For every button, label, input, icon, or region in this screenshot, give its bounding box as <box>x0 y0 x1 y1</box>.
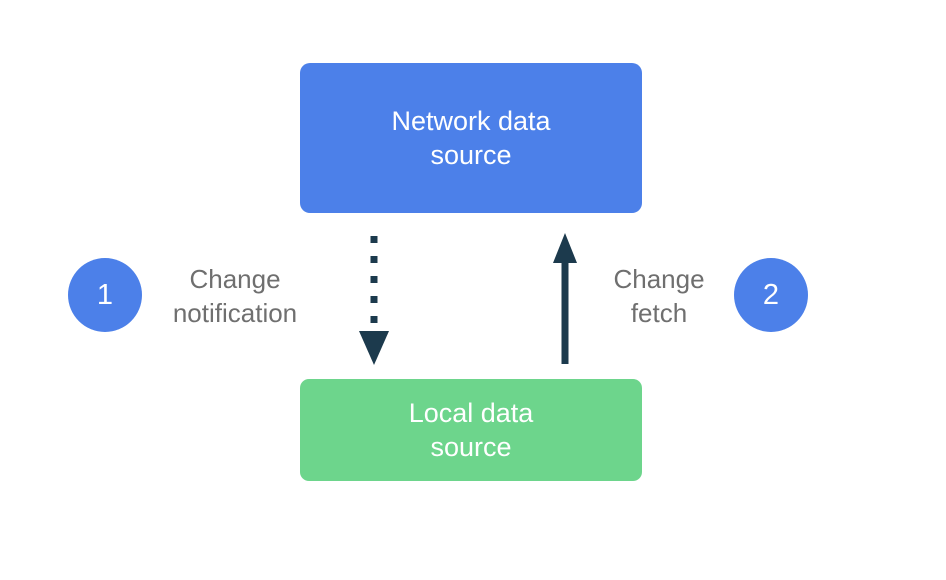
network-data-source-box: Network data source <box>300 63 642 213</box>
step-2-label: Change fetch <box>613 264 705 328</box>
step-1-label: Change notification <box>172 264 298 328</box>
network-data-source-label: Network data source <box>391 106 551 170</box>
step-1-number: 1 <box>96 278 114 311</box>
step-1-badge: 1 <box>68 258 142 332</box>
change-notification-arrow <box>359 236 389 365</box>
local-data-source-label: Local data source <box>408 398 534 462</box>
local-data-source-box: Local data source <box>300 379 642 481</box>
arrow-down-icon <box>359 331 389 365</box>
step-2-number: 2 <box>762 278 780 311</box>
arrow-up-icon <box>553 233 577 263</box>
step-2-badge: 2 <box>734 258 808 332</box>
